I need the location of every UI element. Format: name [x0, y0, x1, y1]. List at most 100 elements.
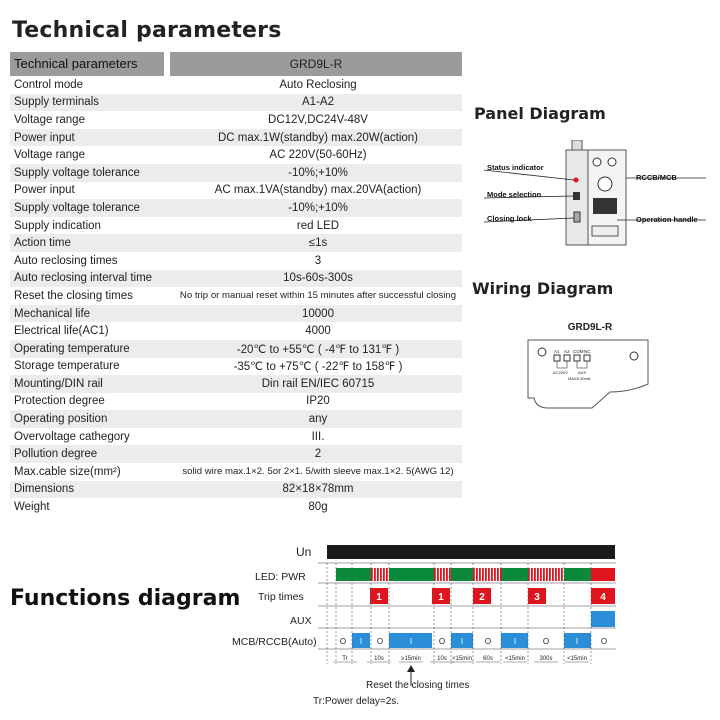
- param-name: Voltage range: [14, 113, 85, 126]
- led-segment: [564, 568, 591, 581]
- led-blink-stripe: [479, 568, 481, 581]
- param-value: AC max.1VA(standby) max.20VA(action): [214, 184, 422, 197]
- param-value: any: [308, 413, 328, 426]
- led-blink-stripe: [380, 568, 382, 581]
- trip-box: [432, 588, 450, 604]
- row-label-aux: AUX: [290, 615, 312, 627]
- led-blink-stripe: [555, 568, 557, 581]
- label-operation-handle: Operation handle: [636, 215, 698, 224]
- param-name: Power input: [14, 184, 75, 197]
- param-name: Operating temperature: [14, 342, 130, 355]
- param-name: Power input: [14, 131, 75, 144]
- param-name: Mounting/DIN rail: [14, 377, 103, 390]
- interval-label: 10s: [374, 656, 384, 662]
- led-segment: [591, 568, 615, 581]
- table-row: Operating temperature -20℃ to +55℃ ( -4℉ …: [10, 339, 462, 358]
- interval-label: 10s: [437, 656, 447, 662]
- led-blink-stripe: [386, 568, 388, 581]
- led-blink-stripe: [534, 568, 536, 581]
- interval-label: 300s: [539, 656, 552, 662]
- wiring-title: Wiring Diagram: [472, 279, 614, 298]
- label-status-indicator: Status indicator: [487, 163, 544, 172]
- page-title: Technical parameters: [12, 18, 282, 43]
- led-blink-stripe: [494, 568, 496, 581]
- table-row: Electrical life(AC1)4000: [10, 322, 462, 340]
- status-led-icon: [573, 177, 579, 183]
- mcb-state: I: [410, 637, 412, 646]
- param-name: Protection degree: [14, 395, 105, 408]
- header-model: GRD9L-R: [170, 52, 462, 76]
- mcb-on-segment: [564, 633, 591, 648]
- led-blink-stripe: [440, 568, 442, 581]
- table-row: Voltage range DC12V,DC24V-48V: [10, 111, 462, 129]
- reset-note: Reset the closing times: [366, 680, 469, 691]
- panel-diagram: [483, 140, 706, 246]
- tr-note: Tr:Power delay=2s.: [313, 696, 399, 707]
- row-label-led: LED: PWR: [255, 571, 306, 583]
- param-value: 10s-60s-300s: [283, 272, 353, 285]
- trip-number: 4: [600, 592, 606, 603]
- label-mode-selection: Mode selection: [487, 190, 542, 199]
- table-row: Storage temperature-35℃ to +75℃ ( -22℉ t…: [10, 358, 462, 376]
- param-name: Max.cable size(mm²): [14, 465, 121, 478]
- mcb-on-segment: [451, 633, 473, 648]
- param-value: -10%;+10%: [288, 201, 348, 214]
- mcb-state: O: [377, 637, 383, 646]
- table-row: Supply indication red LED: [10, 217, 462, 235]
- param-value: -20℃ to +55℃ ( -4℉ to 131℉ ): [236, 343, 400, 356]
- led-blink-stripe: [552, 568, 554, 581]
- trip-number: 2: [479, 592, 485, 603]
- svg-text:AC220V: AC220V: [553, 370, 568, 375]
- led-blink-stripe: [476, 568, 478, 581]
- led-segment: [501, 568, 528, 581]
- led-segment: [336, 568, 371, 581]
- param-value: DC max.1W(standby) max.20W(action): [217, 131, 419, 144]
- led-blink-stripe: [546, 568, 548, 581]
- led-blink-stripe: [449, 568, 451, 581]
- screw-icon: [592, 157, 602, 167]
- led-blink-stripe: [374, 568, 376, 581]
- mcb-on-segment: [352, 633, 370, 648]
- led-blink-stripe: [497, 568, 499, 581]
- led-blink-stripe: [434, 568, 436, 581]
- param-name: Voltage range: [14, 149, 85, 162]
- panel-title: Panel Diagram: [474, 104, 606, 123]
- param-name: Pollution degree: [14, 448, 98, 461]
- table-row: Power input DC max.1W(standby) max.20W(ac…: [10, 128, 462, 147]
- led-blink-stripe: [383, 568, 385, 581]
- param-name: Weight: [14, 501, 50, 514]
- param-value: Din rail EN/IEC 60715: [261, 377, 375, 390]
- table-row: Power input AC max.1VA(standby) max.20VA(…: [10, 182, 462, 200]
- header-param: Technical parameters: [10, 52, 164, 76]
- led-blink-stripe: [482, 568, 484, 581]
- led-blink-stripe: [537, 568, 539, 581]
- led-blink-stripe: [531, 568, 533, 581]
- param-value: red LED: [296, 219, 340, 232]
- param-name: Dimensions: [14, 483, 75, 496]
- table-row: Supply voltage tolerance-10%;+10%: [10, 199, 462, 217]
- led-blink-stripe: [528, 568, 530, 581]
- param-name: Supply terminals: [14, 96, 100, 109]
- svg-text:COM: COM: [573, 349, 584, 354]
- led-blink-stripe: [540, 568, 542, 581]
- interval-label: ≥15min: [401, 656, 421, 662]
- wiring-model: GRD9L-R: [568, 322, 613, 333]
- mcb-on-segment: [389, 633, 432, 648]
- functions-title: Functions diagram: [10, 586, 241, 611]
- led-blink-stripe: [500, 568, 502, 581]
- table-row: Mounting/DIN rail Din rail EN/IEC 60715: [10, 375, 462, 393]
- param-value: solid wire max.1×2. 5or 2×1. 5/with slee…: [182, 466, 454, 478]
- led-blink-stripe: [549, 568, 551, 581]
- row-label-trip: Trip times: [258, 591, 304, 603]
- param-name: Supply indication: [14, 219, 101, 232]
- arrow-head-icon: [407, 665, 415, 672]
- mcb-state: I: [360, 637, 362, 646]
- param-name: Action time: [14, 237, 71, 250]
- svg-text:MAX5:30mA: MAX5:30mA: [568, 376, 591, 381]
- param-value: DC12V,DC24V-48V: [268, 113, 368, 126]
